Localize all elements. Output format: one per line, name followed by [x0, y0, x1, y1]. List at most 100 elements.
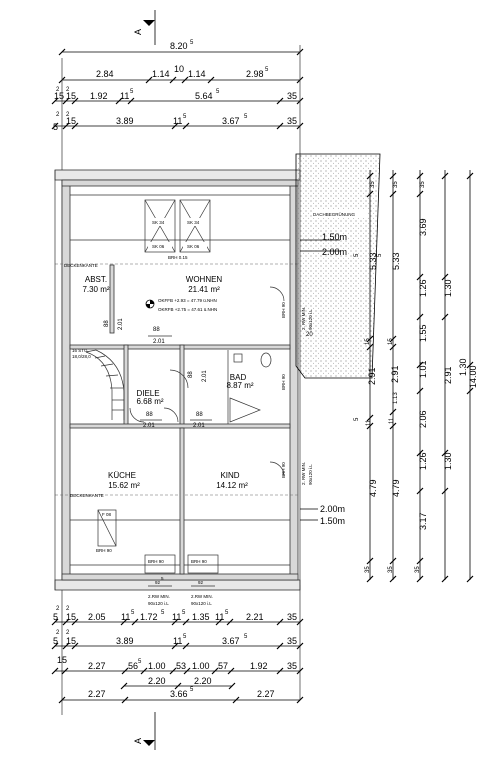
- svg-text:90x120 i.L: 90x120 i.L: [308, 464, 313, 485]
- room-name-kueche: KÜCHE: [108, 471, 136, 480]
- svg-text:5: 5: [190, 687, 194, 693]
- svg-text:1.14: 1.14: [152, 69, 170, 79]
- svg-text:15: 15: [365, 338, 371, 345]
- section-marker-bottom: A: [133, 712, 156, 750]
- stair-steps: 16 STG: [72, 348, 88, 353]
- svg-text:15: 15: [57, 655, 67, 665]
- stair-ratio: 18,0/28,0: [72, 354, 91, 359]
- building-outline: [54, 155, 301, 591]
- svg-text:5.64: 5.64: [195, 91, 213, 101]
- svg-text:5: 5: [354, 417, 360, 421]
- svg-text:5: 5: [244, 634, 248, 640]
- green-roof-area: DACHBEGRÜNUNG: [295, 153, 381, 379]
- svg-text:35: 35: [287, 636, 297, 646]
- svg-text:3.17: 3.17: [418, 512, 428, 530]
- dimension-chain-top-2: 2 2 15 15 1.92 11 5 5.64 5 35: [51, 87, 304, 105]
- svg-text:2: 2: [66, 630, 70, 636]
- svg-text:88: 88: [188, 371, 194, 378]
- svg-text:14.00: 14.00: [468, 365, 478, 388]
- svg-text:3.67: 3.67: [222, 116, 240, 126]
- dimension-chain-right-2: 35 5.33 5 15 2.91 1.13 11 4.79 35: [377, 170, 401, 583]
- svg-text:1.35: 1.35: [192, 612, 210, 622]
- svg-text:11: 11: [173, 636, 182, 646]
- section-label-bottom: A: [133, 738, 143, 744]
- doors: [129, 286, 285, 477]
- svg-text:2.27: 2.27: [257, 689, 275, 699]
- svg-text:3.89: 3.89: [116, 116, 134, 126]
- svg-text:2.01: 2.01: [153, 339, 165, 345]
- room-name-kind: KIND: [220, 471, 239, 480]
- svg-text:11: 11: [389, 417, 395, 424]
- svg-text:92: 92: [198, 580, 204, 585]
- svg-text:1.30: 1.30: [443, 279, 453, 297]
- svg-text:5: 5: [131, 610, 135, 616]
- svg-text:35: 35: [287, 116, 297, 126]
- room-name-bad: BAD: [230, 373, 247, 382]
- svg-text:1.00: 1.00: [192, 661, 210, 671]
- dimension-chain-bottom-2: 2 2 5 15 3.89 11 5 3.67 5 35: [51, 630, 304, 650]
- svg-text:2.91: 2.91: [390, 365, 400, 383]
- svg-text:90x120 i.L: 90x120 i.L: [191, 601, 212, 606]
- svg-text:88: 88: [104, 320, 110, 327]
- room-area-bad: 8.87 m²: [226, 381, 253, 390]
- section-marker-top: A: [133, 10, 156, 45]
- svg-text:1.26: 1.26: [418, 452, 428, 470]
- svg-text:5.33: 5.33: [368, 252, 378, 270]
- svg-text:5: 5: [244, 114, 248, 120]
- svg-text:11: 11: [172, 612, 181, 622]
- svg-text:53: 53: [176, 661, 186, 671]
- svg-text:88: 88: [153, 327, 160, 333]
- svg-text:5: 5: [161, 576, 164, 581]
- svg-text:2.27: 2.27: [88, 661, 106, 671]
- svg-text:5: 5: [53, 122, 58, 132]
- svg-text:1.55: 1.55: [418, 324, 428, 342]
- svg-text:5: 5: [377, 253, 383, 257]
- svg-text:1.30: 1.30: [458, 358, 468, 376]
- svg-text:5: 5: [138, 659, 142, 665]
- svg-text:BRH 90: BRH 90: [281, 374, 286, 390]
- svg-text:2.05: 2.05: [88, 612, 106, 622]
- brh-015-label: BRH 0.15: [168, 255, 188, 260]
- level-lines: 1.50m 2.00m 2.00m 1.50m: [300, 232, 347, 526]
- svg-text:90x120 i.L: 90x120 i.L: [308, 309, 313, 330]
- interior-walls: [69, 264, 291, 575]
- svg-text:92: 92: [155, 580, 161, 585]
- svg-text:15: 15: [66, 612, 76, 622]
- skylights: SK 34 SK 34 SK 06 SK 06 BRH 0.15: [144, 199, 211, 260]
- dimension-chain-bottom-4: 2.27 3.66 5 2.27: [58, 687, 304, 704]
- f08-label: F 08: [102, 512, 112, 517]
- svg-text:2.01: 2.01: [193, 423, 205, 429]
- svg-text:2: 2: [56, 606, 60, 612]
- dimension-chain-top-3: 2 2 5 15 3.89 11 5 3.67 5 35: [51, 112, 304, 132]
- svg-text:2.21: 2.21: [246, 612, 264, 622]
- svg-text:5: 5: [182, 610, 186, 616]
- dimension-chain-right-total: 14.00 1.30: [458, 170, 478, 583]
- sk34-label-b: SK 34: [187, 220, 200, 225]
- svg-text:11: 11: [120, 91, 129, 101]
- svg-text:5: 5: [183, 114, 187, 120]
- svg-text:11: 11: [121, 612, 130, 622]
- level-150-bottom: 1.50m: [320, 516, 345, 526]
- svg-text:5: 5: [53, 612, 58, 622]
- svg-text:2: 2: [66, 112, 70, 118]
- svg-text:3.67: 3.67: [222, 636, 240, 646]
- svg-text:2.01: 2.01: [202, 370, 208, 382]
- room-area-wohnen: 21.41 m²: [188, 285, 220, 294]
- svg-text:3.89: 3.89: [116, 636, 134, 646]
- svg-text:5: 5: [225, 610, 229, 616]
- dimension-chain-right-4: 1.30 2.91 1.30: [441, 170, 453, 583]
- svg-text:56: 56: [128, 661, 138, 671]
- svg-text:1.13: 1.13: [393, 392, 399, 404]
- dimension-chain-bottom-1: 2 2 5 15 2.05 11 5 1.72 5 11 5 1.35 11 5…: [51, 606, 304, 626]
- svg-text:2.84: 2.84: [96, 69, 114, 79]
- svg-text:BRH 90: BRH 90: [281, 302, 286, 318]
- svg-text:2.91: 2.91: [443, 366, 453, 384]
- room-area-kind: 14.12 m²: [216, 481, 248, 490]
- svg-text:35: 35: [287, 91, 297, 101]
- bathroom-fixtures: [229, 352, 272, 423]
- svg-text:2.27: 2.27: [88, 689, 106, 699]
- brh-90-left: BRH 90: [96, 548, 112, 553]
- section-label-top: A: [133, 29, 143, 35]
- svg-text:2.RW MIN.: 2.RW MIN.: [148, 594, 170, 599]
